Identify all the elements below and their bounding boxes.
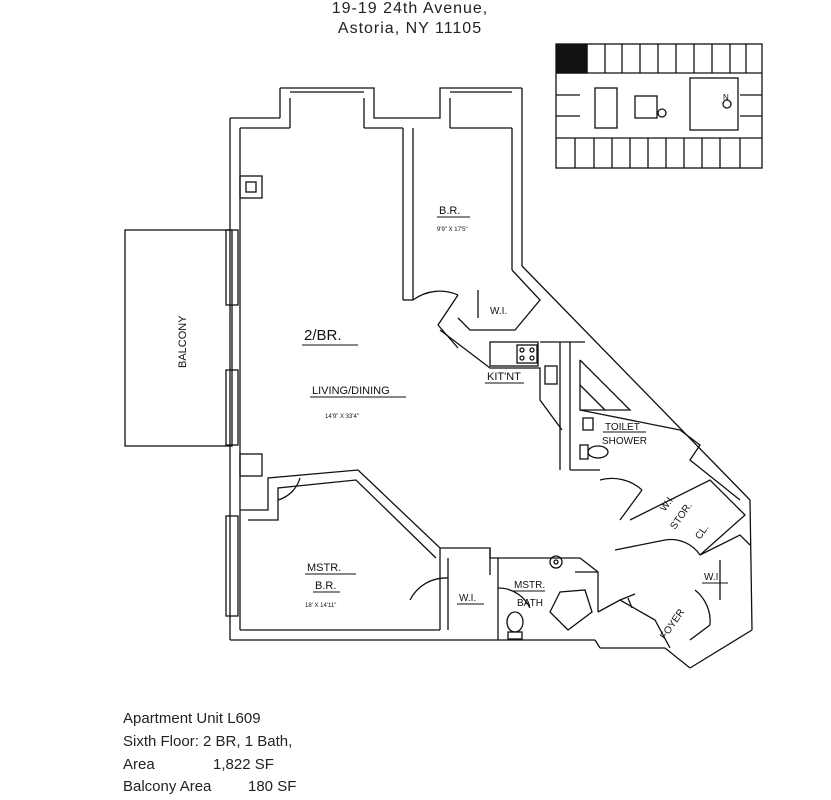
toilet-1 — [587, 445, 609, 459]
foyer-label: FOYER — [658, 607, 687, 642]
shower — [579, 359, 632, 411]
toilet-2 — [506, 611, 524, 633]
balcony-area-label: Balcony Area — [123, 778, 212, 795]
address-line-2: Astoria, NY 11105 — [337, 20, 483, 37]
key-plan — [555, 43, 763, 169]
balcony-area-value: 180 SF — [248, 778, 297, 795]
vanity — [582, 417, 594, 431]
shaft-2 — [239, 453, 263, 477]
stove — [516, 344, 538, 364]
walkin-door-swing — [409, 577, 449, 601]
mstr-br-dimensions: 18' X 14'11" — [305, 603, 336, 609]
shower-label: SHOWER — [602, 436, 647, 447]
unit-area: Area 1,822 SF — [123, 756, 274, 773]
unit-number: Apartment Unit L609 — [123, 710, 261, 727]
br-door-swing — [412, 290, 459, 301]
living-title: 2/BR. — [304, 327, 342, 344]
mstr-walkin-label: W.I. — [459, 593, 476, 604]
tub — [549, 589, 593, 631]
stor-walkin-label: W.I. — [658, 493, 677, 513]
address-line-1: 19-19 24th Avenue, — [331, 0, 489, 17]
br-walkin-label: W.I. — [490, 306, 507, 317]
key-plan-unit-highlight — [556, 44, 588, 74]
balcony-area: Balcony Area 180 SF — [123, 778, 296, 795]
foyer-walkin-label: W.I. — [704, 572, 721, 583]
mstr-br-door-swing — [277, 477, 301, 501]
area-label: Area — [123, 756, 155, 773]
kitchen-label: KIT'NT — [487, 371, 521, 383]
north-label: N — [723, 93, 729, 102]
window-2 — [225, 369, 239, 446]
mstr-br-label-2: B.R. — [315, 580, 336, 592]
toilet-label: TOILET — [605, 422, 640, 433]
closet-label: CL. — [693, 523, 711, 542]
area-value: 1,822 SF — [213, 756, 274, 773]
tub-drain — [549, 555, 563, 569]
balcony-label: BALCONY — [177, 315, 189, 368]
living-dimensions: 14'9" X 33'4" — [325, 414, 359, 420]
sink — [544, 365, 558, 385]
mstr-br-label-1: MSTR. — [307, 562, 341, 574]
br-label: B.R. — [439, 205, 460, 217]
living-label: LIVING/DINING — [312, 385, 390, 397]
br-dimensions: 9'9" X 17'5" — [437, 227, 468, 233]
window-1 — [225, 229, 239, 306]
mstr-bath-label-2: BATH — [517, 598, 543, 609]
exterior-walls — [229, 87, 753, 669]
window-3 — [225, 515, 239, 617]
shaft — [239, 175, 263, 199]
mstr-bath-label-1: MSTR. — [514, 580, 545, 591]
balcony — [124, 229, 233, 447]
unit-floor: Sixth Floor: 2 BR, 1 Bath, — [123, 733, 293, 750]
floor-plan: N — [124, 43, 763, 669]
